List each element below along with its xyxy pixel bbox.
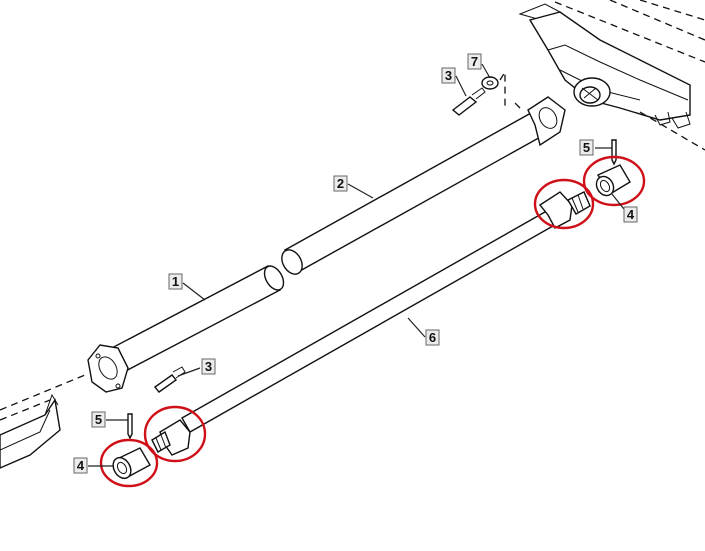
svg-text:3: 3 (205, 359, 212, 374)
svg-text:4: 4 (627, 207, 635, 222)
svg-text:5: 5 (583, 140, 590, 155)
washer-part-7 (481, 76, 499, 90)
drive-shaft-part-6 (151, 191, 591, 456)
callout-3-lower: 3 (201, 358, 216, 375)
alignment-line-top (499, 69, 506, 108)
highlight-circle-shaft-bottom (143, 405, 207, 463)
svg-text:7: 7 (471, 54, 478, 69)
svg-text:3: 3 (445, 68, 452, 83)
callout-7: 7 (467, 53, 482, 70)
axle-housing-top-right (518, 0, 705, 151)
callout-2: 2 (333, 175, 348, 192)
svg-text:1: 1 (172, 274, 179, 289)
tube-part-1 (87, 265, 285, 393)
tube-part-2 (281, 96, 566, 275)
callout-5-bottom: 5 (91, 411, 106, 428)
callout-6: 6 (425, 329, 440, 346)
svg-text:6: 6 (429, 330, 436, 345)
callout-1: 1 (168, 273, 183, 290)
pin-part-5-top (611, 139, 617, 166)
bolt-part-3-top (451, 87, 486, 116)
highlight-circle-coupler-top (582, 155, 646, 207)
svg-text:4: 4 (77, 458, 85, 473)
highlight-circle-shaft-top (533, 178, 595, 230)
bolt-part-3-lower (153, 366, 186, 393)
callout-4-top: 4 (623, 206, 638, 223)
callout-3-top: 3 (441, 67, 456, 84)
highlight-circle-coupler-bottom (99, 438, 159, 488)
svg-text:5: 5 (95, 412, 102, 427)
svg-text:2: 2 (337, 176, 344, 191)
coupler-part-4-bottom (112, 447, 151, 480)
pin-part-5-bottom (127, 413, 133, 440)
callout-5-top: 5 (579, 139, 594, 156)
frame-bottom-left (0, 374, 86, 469)
callout-4-bottom: 4 (73, 457, 88, 474)
coupler-part-4-top (595, 164, 631, 197)
